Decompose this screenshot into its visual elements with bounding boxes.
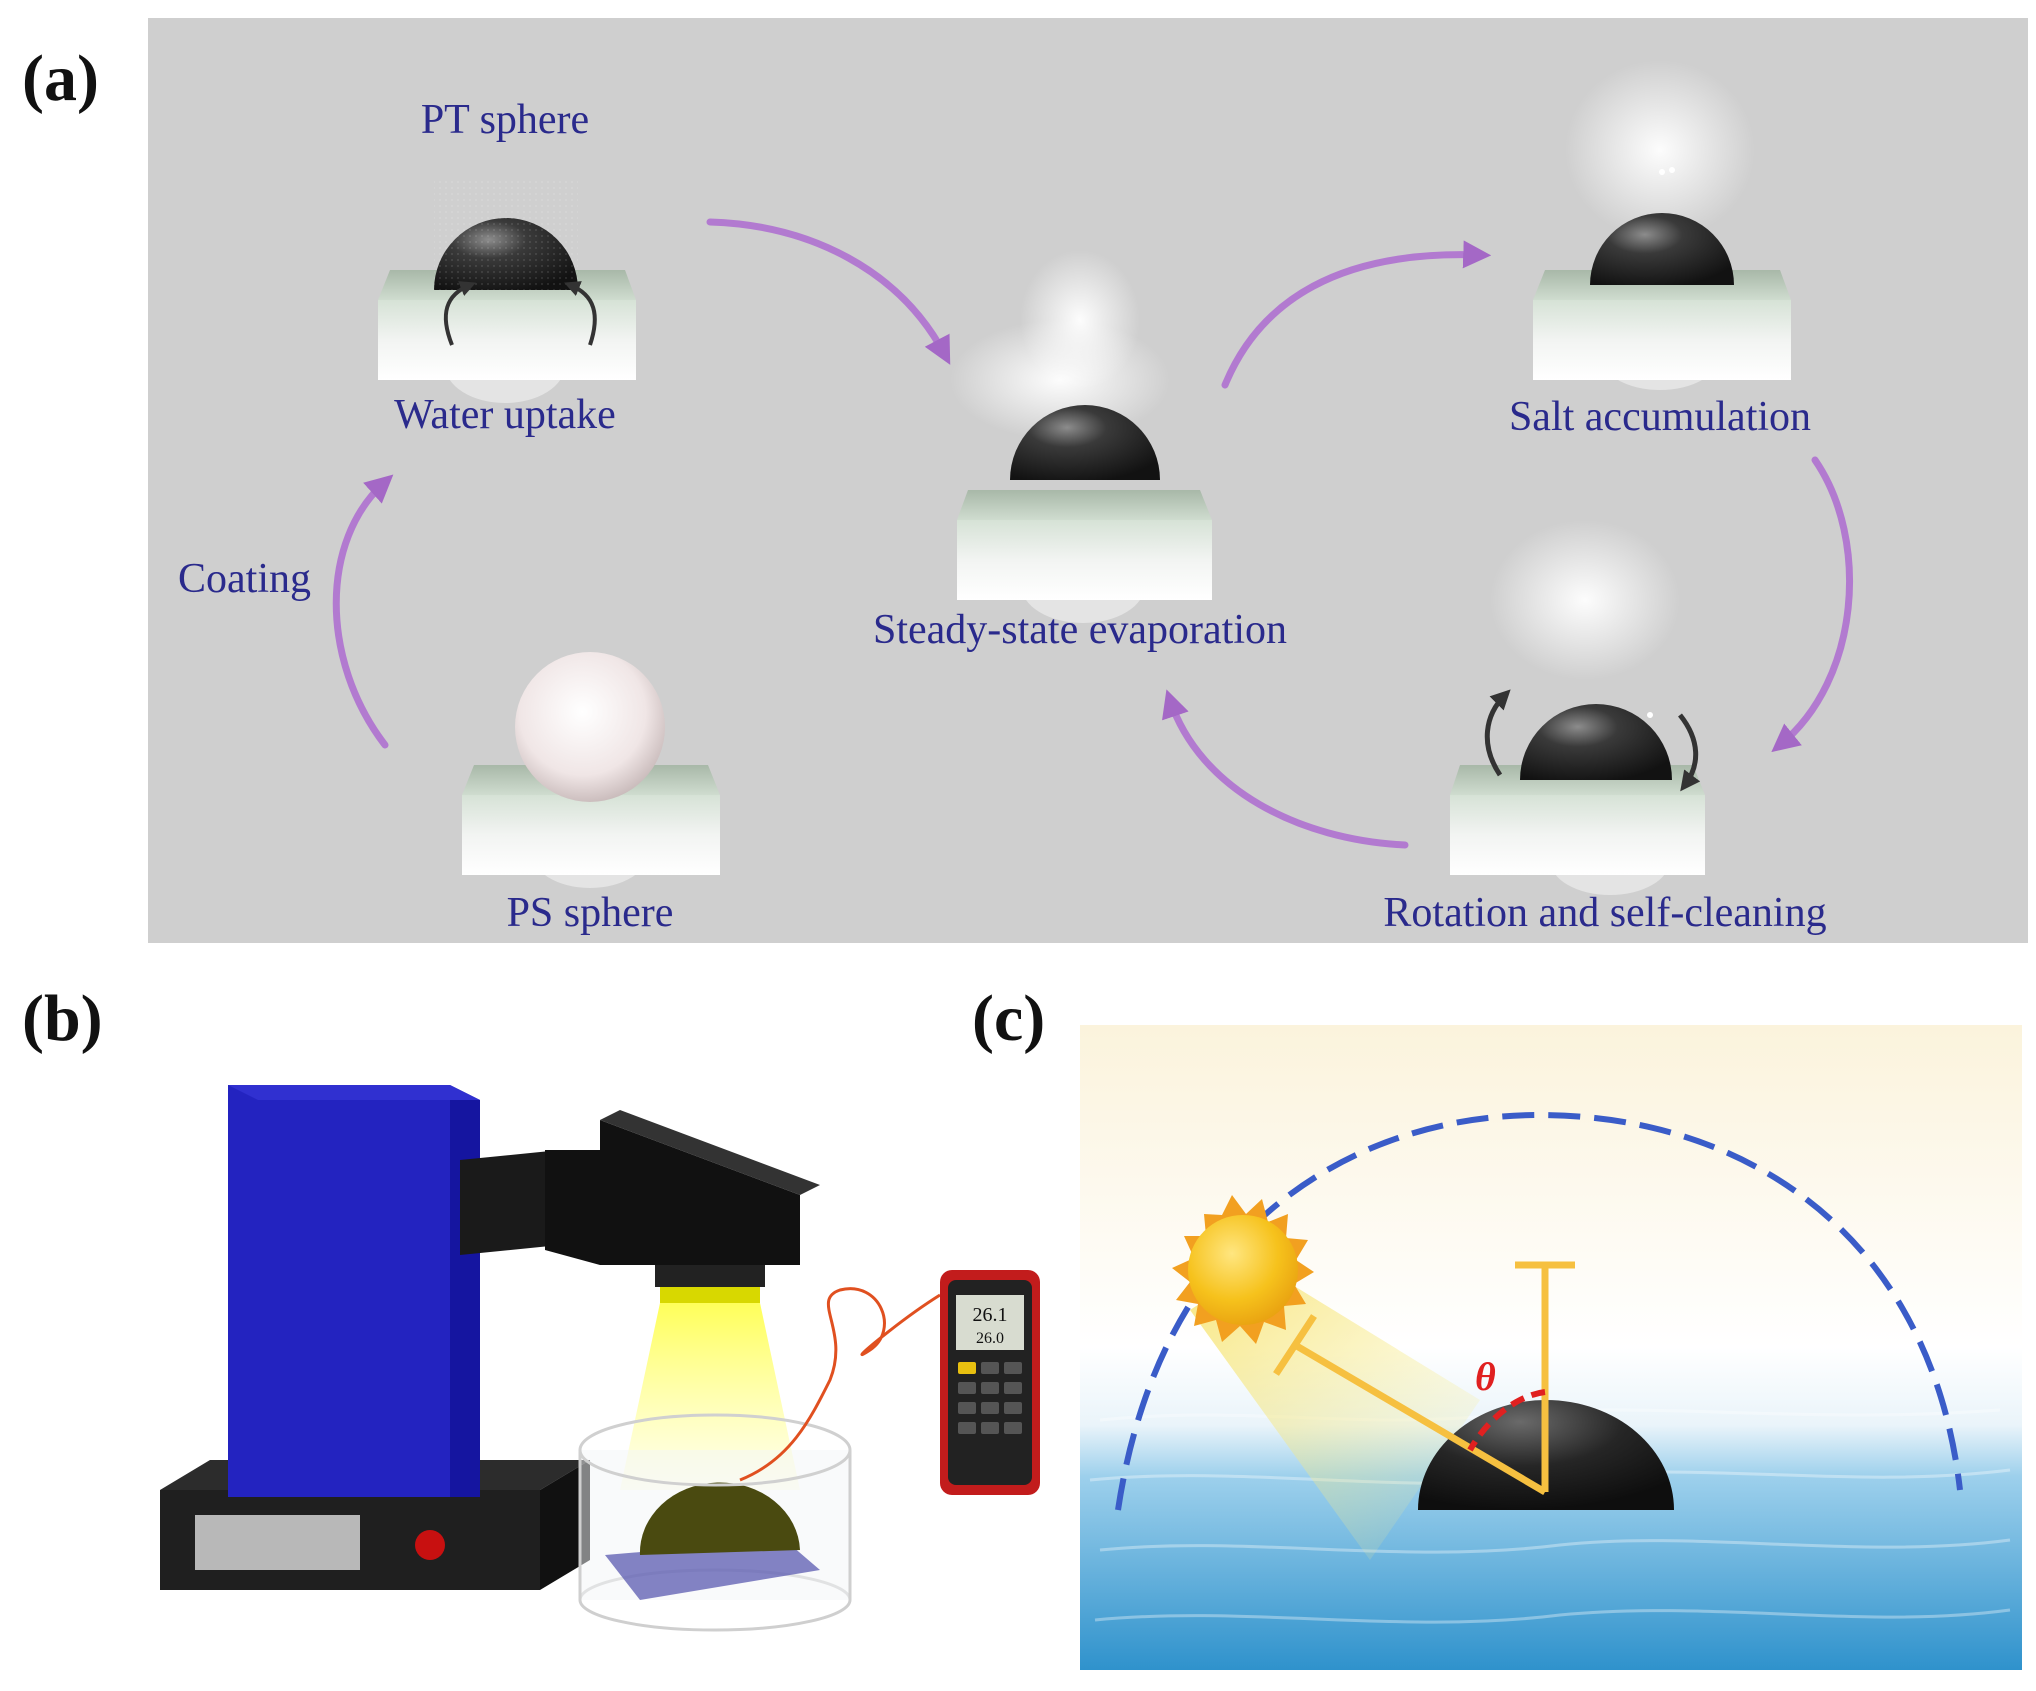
foam-box — [957, 520, 1212, 600]
foam-support — [605, 1540, 820, 1600]
sample-hemisphere — [639, 1482, 800, 1555]
salted-sphere — [1590, 213, 1734, 285]
thermometer: 26.1 26.0 — [940, 1270, 1040, 1495]
lamp-column — [228, 1085, 480, 1497]
foam-box-top — [957, 490, 1212, 520]
water-uptake-arrow-left — [443, 281, 476, 346]
lamp-base — [160, 1460, 590, 1590]
lamp-housing-top — [600, 1110, 820, 1195]
ray-cap — [1273, 1314, 1317, 1376]
thermometer-screen — [956, 1295, 1024, 1350]
angle-arc — [1467, 1389, 1546, 1452]
lamp-arm — [460, 1150, 560, 1255]
arrow-rotation-to-steady — [1162, 689, 1409, 849]
panel-b: (b) — [22, 982, 1040, 1632]
label-salt-accumulation: Salt accumulation — [1509, 394, 1811, 440]
keypad-button[interactable] — [958, 1422, 976, 1434]
lamp-lens-mount — [655, 1265, 765, 1287]
keypad-button[interactable] — [1004, 1362, 1022, 1374]
panel-b-letter: (b) — [22, 982, 103, 1055]
panel-c: (c) θ — [972, 982, 2022, 1670]
beaker-rim — [578, 1413, 852, 1487]
keypad-button[interactable] — [981, 1362, 999, 1374]
steam-plume — [1490, 520, 1680, 680]
foam-box — [1450, 795, 1705, 875]
lamp-head — [460, 1110, 820, 1303]
foam-box — [1533, 300, 1791, 380]
thermocouple-wire — [739, 1287, 941, 1482]
keypad-button[interactable] — [1004, 1402, 1022, 1414]
foam-box — [462, 795, 720, 875]
station-salt-accumulation: Salt accumulation — [1509, 60, 1811, 440]
thermometer-reading-top: 26.1 — [973, 1304, 1008, 1326]
salt-crystal — [1669, 167, 1675, 173]
arrow-ps-to-uptake — [332, 474, 394, 749]
ps-sphere — [515, 652, 665, 802]
water-uptake-arrow-right — [564, 281, 597, 346]
sun-icon — [1172, 1195, 1314, 1344]
salt-crystal — [1647, 712, 1653, 718]
panel-a-letter: (a) — [22, 42, 99, 115]
keypad-button[interactable] — [958, 1362, 976, 1374]
label-steady-state: Steady-state evaporation — [873, 607, 1287, 653]
station-rotation: Rotation and self-cleaning — [1383, 520, 1827, 936]
keypad-button[interactable] — [958, 1402, 976, 1414]
pt-sphere-texture — [434, 180, 578, 290]
base-side — [540, 1460, 590, 1590]
sun-disc — [1188, 1215, 1298, 1325]
thermometer-reading-bottom: 26.0 — [976, 1330, 1004, 1347]
thermometer-keypad — [958, 1362, 1022, 1434]
sunlight-beam — [1190, 1265, 1480, 1560]
lamp-lens — [660, 1285, 760, 1303]
ripple — [1099, 1538, 2011, 1554]
keypad-button[interactable] — [1004, 1422, 1022, 1434]
column-top — [228, 1085, 480, 1100]
arrow-salt-to-rotation — [1771, 456, 1854, 753]
panel-c-letter: (c) — [972, 982, 1045, 1055]
beaker — [578, 1413, 852, 1632]
light-beam — [620, 1303, 800, 1490]
base-display-panel — [195, 1515, 360, 1570]
station-ps-sphere: PS sphere — [462, 652, 720, 936]
steam-plume — [1565, 60, 1755, 240]
keypad-button[interactable] — [981, 1422, 999, 1434]
lamp-housing — [545, 1120, 800, 1265]
incidence-angle-diagram: θ — [1273, 1261, 1575, 1496]
column-front — [228, 1085, 450, 1497]
panel-a: (a) PT sphere Water uptake Steady-state … — [22, 18, 2028, 943]
angle-theta-label: θ — [1475, 1354, 1496, 1399]
keypad-button[interactable] — [958, 1382, 976, 1394]
ripple — [1094, 1608, 2011, 1624]
salt-crystal — [1659, 169, 1665, 175]
label-coating: Coating — [178, 556, 311, 602]
label-rotation: Rotation and self-cleaning — [1383, 890, 1826, 936]
column-side — [450, 1085, 480, 1497]
rotation-arrow-right — [1678, 713, 1701, 792]
steam-plume — [1020, 250, 1140, 390]
keypad-button[interactable] — [981, 1402, 999, 1414]
station-steady-state: Steady-state evaporation — [873, 250, 1287, 653]
incident-ray — [1293, 1341, 1547, 1496]
station-water-uptake: PT sphere Water uptake — [378, 97, 636, 438]
evaporating-sphere — [1010, 405, 1160, 480]
label-water-uptake: Water uptake — [394, 392, 616, 438]
rotating-sphere — [1520, 704, 1672, 780]
label-ps-sphere: PS sphere — [507, 890, 674, 936]
rotation-arrow-left — [1484, 689, 1511, 777]
arrow-uptake-to-steady — [706, 218, 951, 365]
keypad-button[interactable] — [1004, 1382, 1022, 1394]
arrow-steady-to-salt — [1221, 240, 1492, 389]
power-button[interactable] — [415, 1530, 445, 1560]
label-pt-sphere: PT sphere — [421, 97, 589, 143]
keypad-button[interactable] — [981, 1382, 999, 1394]
foam-box — [378, 300, 636, 380]
